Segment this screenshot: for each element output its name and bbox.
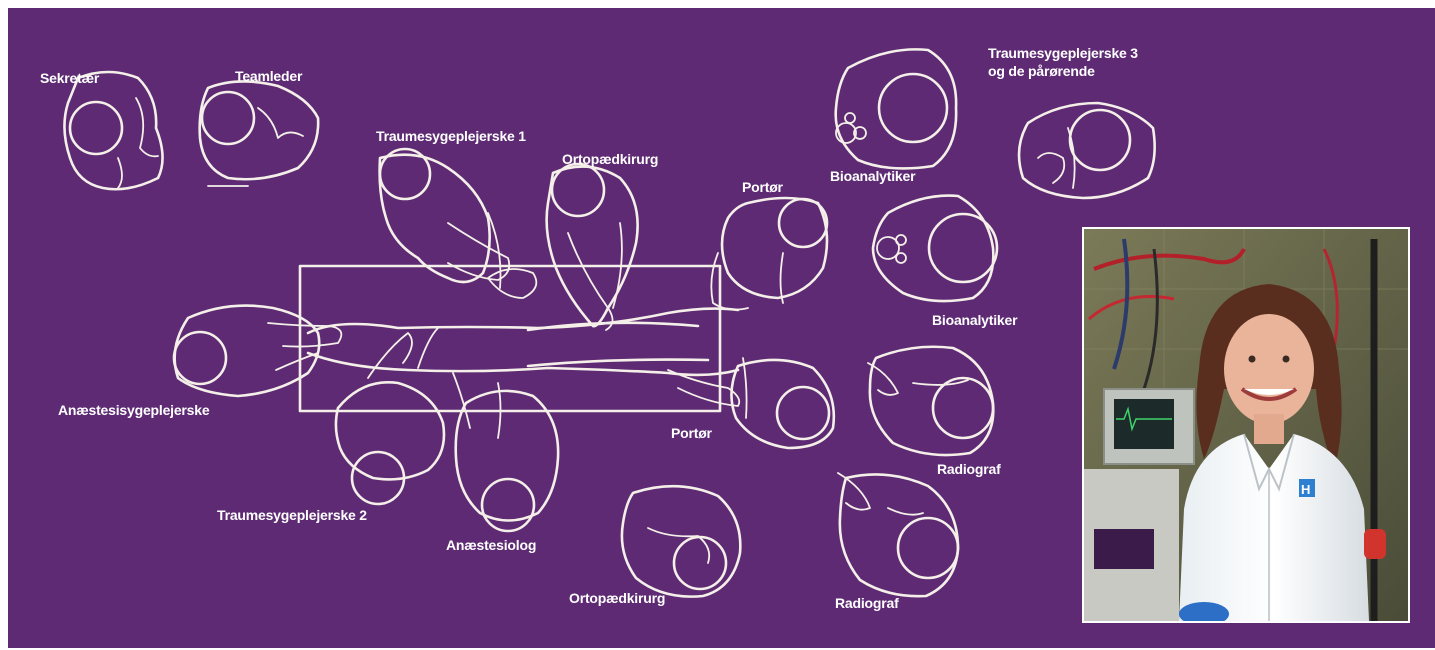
diagram-panel: Sekretær Teamleder Traumesygeplejerske 1… <box>8 8 1435 648</box>
traumesygeplejerske-3-figure <box>1019 103 1155 198</box>
label-traumesygeplejerske-1: Traumesygeplejerske 1 <box>376 127 526 145</box>
label-ortopaedkirurg-top: Ortopædkirurg <box>562 150 658 168</box>
radiograf-2-figure <box>838 473 958 596</box>
teamleder-figure <box>200 81 318 186</box>
ortopaedkirurg-top-figure <box>547 164 638 330</box>
label-bioanalytiker-2: Bioanalytiker <box>932 311 1017 329</box>
label-ortopaedkirurg-bottom: Ortopædkirurg <box>569 589 665 607</box>
label-bioanalytiker-1: Bioanalytiker <box>830 167 915 185</box>
bioanalytiker-2-figure <box>873 196 997 301</box>
label-portor-top: Portør <box>742 178 783 196</box>
nurse-photo: H <box>1082 227 1410 623</box>
label-anaestesiolog: Anæstesiolog <box>446 536 536 554</box>
sekretaer-figure <box>64 72 162 189</box>
label-anaestesisygeplejerske: Anæstesisygeplejerske <box>58 401 209 419</box>
svg-text:H: H <box>1301 482 1310 497</box>
traumesygeplejerske-2-figure <box>336 328 444 504</box>
label-radiograf-2: Radiograf <box>835 594 899 612</box>
label-radiograf-1: Radiograf <box>937 460 1001 478</box>
portor-top-figure <box>711 198 827 310</box>
label-traumesygeplejerske-3: Traumesygeplejerske 3 og de pårørende <box>988 44 1138 80</box>
ortopaedkirurg-bottom-figure <box>622 486 740 596</box>
label-traumesygeplejerske-2: Traumesygeplejerske 2 <box>217 506 367 524</box>
anaestesisygeplejerske-figure <box>174 306 341 396</box>
anaestesiolog-figure <box>453 373 558 531</box>
label-sekretaer: Sekretær <box>40 69 99 87</box>
label-portor-bottom: Portør <box>671 424 712 442</box>
label-teamleder: Teamleder <box>235 67 302 85</box>
nurse-photo-illustration: H <box>1084 229 1408 621</box>
radiograf-1-figure <box>868 347 993 455</box>
bioanalytiker-1-figure <box>836 49 956 168</box>
patient-figure <box>308 269 738 375</box>
